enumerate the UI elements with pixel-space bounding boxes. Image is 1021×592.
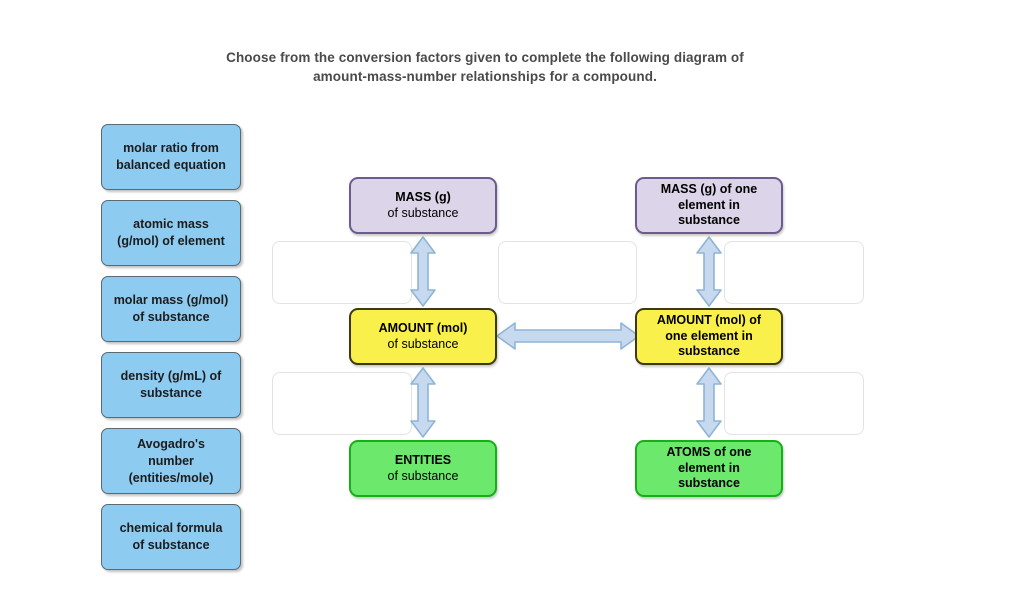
box-atoms-of-one-element-line-3: substance [678, 476, 740, 491]
factor-tile-molar-mass-line-1: molar mass (g/mol) [113, 293, 229, 307]
factor-tile-chemical-formula[interactable]: chemical formula of substance [101, 504, 241, 570]
box-entities-of-substance-line-2: of substance [387, 468, 459, 483]
box-mass-of-one-element-head: MASS (g) of one [660, 182, 758, 197]
box-amount-of-substance: AMOUNT (mol) of substance [349, 308, 497, 365]
box-entities-of-substance-head: ENTITIES [394, 453, 452, 467]
box-mass-of-substance-head: MASS (g) [395, 190, 451, 204]
factor-tile-avogadro-number-line-2: number [148, 453, 194, 468]
box-atoms-of-one-element-head: ATOMS of one [666, 445, 752, 460]
factor-tile-molar-ratio-line-2: balanced equation [116, 158, 226, 172]
factor-tile-atomic-mass-line-1: atomic mass [133, 217, 209, 231]
drop-slot-amount-atoms-right[interactable] [724, 372, 864, 435]
factor-tile-atomic-mass[interactable]: atomic mass (g/mol) of element [101, 200, 241, 266]
box-mass-of-one-element: MASS (g) of one element in substance [635, 177, 783, 234]
factor-tile-avogadro-number[interactable]: Avogadro's number (entities/mole) [101, 428, 241, 494]
drop-slot-mass-amount-left[interactable] [272, 241, 412, 304]
box-mass-of-one-element-line-3: substance [678, 213, 740, 228]
factor-tile-density-line-2: substance [140, 386, 202, 400]
box-mass-of-substance-line-2: of substance [387, 205, 459, 220]
arrow-mass-amount-right-icon [694, 235, 724, 308]
factor-tile-chemical-formula-line-1: chemical formula [119, 521, 223, 535]
factor-tile-molar-mass-line-2: of substance [132, 310, 210, 324]
box-atoms-of-one-element-line-2: element in [678, 460, 740, 475]
page-title-line-1: Choose from the conversion factors given… [226, 50, 744, 65]
box-entities-of-substance: ENTITIES of substance [349, 440, 497, 497]
factor-tile-avogadro-number-line-3: (entities/mole) [128, 470, 214, 485]
box-amount-of-one-element: AMOUNT (mol) of one element in substance [635, 308, 783, 365]
drop-slot-amount-amount-middle[interactable] [498, 241, 637, 304]
drop-slot-mass-amount-right[interactable] [724, 241, 864, 304]
box-amount-of-one-element-line-3: substance [678, 344, 740, 359]
arrow-amount-entities-left-icon [408, 366, 438, 439]
box-amount-of-one-element-head: AMOUNT (mol) of [656, 313, 762, 328]
factor-tile-chemical-formula-line-2: of substance [132, 538, 210, 552]
factor-tile-molar-ratio-line-1: molar ratio from [123, 141, 219, 155]
factor-tile-avogadro-number-line-1: Avogadro's [137, 436, 205, 451]
factor-tile-density[interactable]: density (g/mL) of substance [101, 352, 241, 418]
page-title: Choose from the conversion factors given… [185, 48, 785, 86]
conversion-factor-bank: molar ratio from balanced equation atomi… [101, 124, 243, 580]
drop-slot-amount-entities-left[interactable] [272, 372, 412, 435]
factor-tile-molar-mass[interactable]: molar mass (g/mol) of substance [101, 276, 241, 342]
box-atoms-of-one-element: ATOMS of one element in substance [635, 440, 783, 497]
arrow-amount-amount-icon [495, 320, 641, 352]
box-amount-of-substance-line-2: of substance [387, 336, 459, 351]
factor-tile-molar-ratio[interactable]: molar ratio from balanced equation [101, 124, 241, 190]
arrow-amount-atoms-right-icon [694, 366, 724, 439]
box-amount-of-one-element-line-2: one element in [665, 328, 753, 343]
box-amount-of-substance-head: AMOUNT (mol) [378, 321, 468, 335]
box-mass-of-one-element-line-2: element in [678, 197, 740, 212]
factor-tile-density-line-1: density (g/mL) of [120, 369, 222, 383]
factor-tile-atomic-mass-line-2: (g/mol) of element [117, 234, 225, 248]
arrow-mass-amount-left-icon [408, 235, 438, 308]
page-title-line-2: amount-mass-number relationships for a c… [313, 69, 657, 84]
box-mass-of-substance: MASS (g) of substance [349, 177, 497, 234]
